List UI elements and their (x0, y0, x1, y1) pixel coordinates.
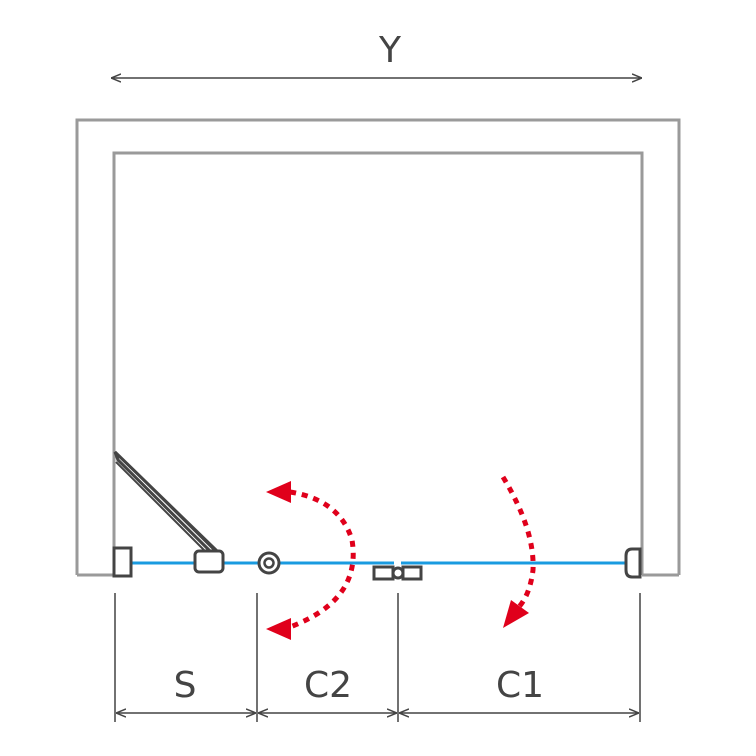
label-c2: C2 (304, 665, 352, 706)
center-hinge-right (401, 565, 423, 581)
center-hinge-left (372, 565, 395, 581)
left-wall-profile (112, 546, 133, 578)
right-wall-profile (624, 547, 642, 579)
inner-wall (112, 151, 644, 575)
pivot-hinge-inner (263, 557, 275, 569)
door-c2-swing-arc (289, 489, 356, 630)
dimension-lines (111, 78, 642, 722)
walls (75, 118, 681, 577)
arrowhead-inward (266, 481, 291, 503)
arrowhead-door-c1 (503, 600, 529, 628)
door-c1-swing-arc (500, 475, 536, 610)
label-s: S (174, 665, 197, 706)
outer-wall (75, 118, 681, 575)
arrowhead-outward (266, 618, 291, 640)
swing-arrows (266, 475, 536, 640)
stabilizer-hinge-block (193, 549, 225, 574)
center-hinge-pin (391, 566, 405, 580)
label-y: Y (378, 30, 402, 71)
hardware (112, 450, 642, 581)
label-c1: C1 (496, 665, 544, 706)
